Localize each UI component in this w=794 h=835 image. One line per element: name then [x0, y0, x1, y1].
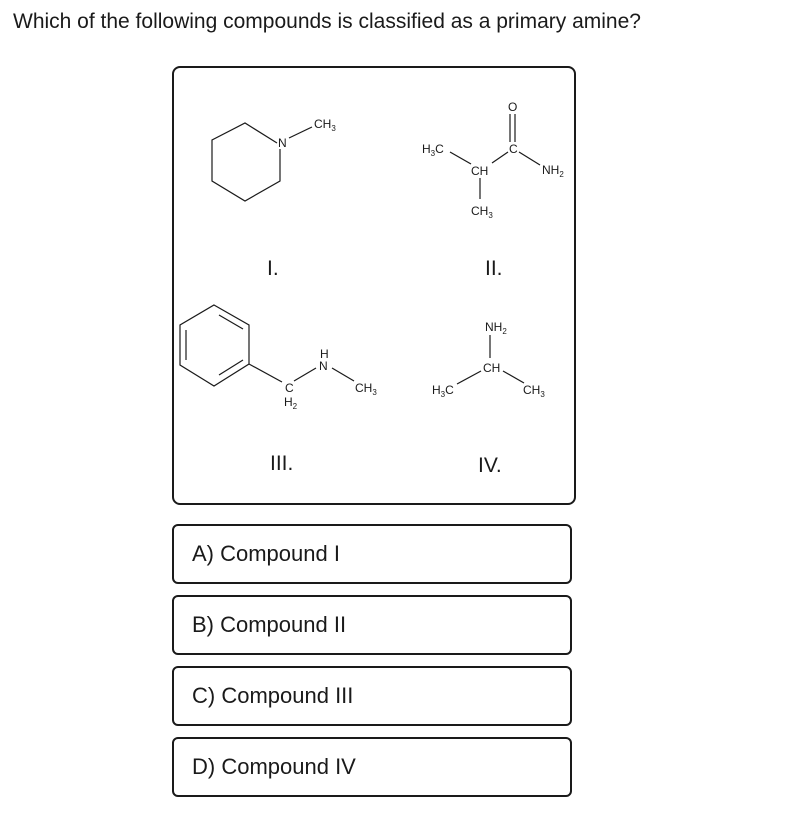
atom-n: N [319, 359, 328, 373]
aromatic-double-2 [218, 359, 244, 376]
option-a-button[interactable]: A) Compound I [172, 524, 572, 584]
option-c-button[interactable]: C) Compound III [172, 666, 572, 726]
atom-c: C [285, 381, 294, 395]
bond-h3c-ch [449, 151, 472, 165]
bond-ring-ch2 [248, 363, 283, 383]
piperidine-ring [211, 122, 281, 202]
atom-ch: CH [471, 164, 488, 178]
compound-label-iv: IV. [478, 454, 502, 477]
atom-ch: CH [483, 361, 500, 375]
atom-h: H [320, 347, 329, 361]
bond-ch-c [491, 151, 509, 164]
methyl-group: CH3 [523, 383, 545, 399]
bond-ch-h3c [456, 370, 482, 385]
question-text: Which of the following compounds is clas… [13, 10, 641, 33]
bond-n-ch3 [331, 367, 355, 382]
methyl-group: CH3 [355, 381, 377, 397]
compound-i-structure: N CH3 [211, 117, 336, 202]
atom-c: C [509, 142, 518, 156]
methyl-group: CH3 [314, 117, 336, 133]
option-d-button[interactable]: D) Compound IV [172, 737, 572, 797]
structures-svg: N CH3 I. H3C CH C O NH2 CH3 II. C [179, 100, 564, 477]
h3c-group: H3C [422, 142, 444, 158]
atom-n: N [278, 136, 287, 150]
n-methyl-bond [288, 126, 313, 139]
bond-ch-ch3 [502, 370, 525, 384]
amine-nh2: NH2 [485, 320, 507, 336]
amide-nh2: NH2 [542, 163, 564, 179]
h2-group: H2 [284, 395, 298, 411]
bond-ch2-n [293, 367, 317, 382]
aromatic-double-1 [218, 314, 244, 330]
atom-o: O [508, 100, 517, 114]
bond-c-nh2 [518, 151, 541, 166]
structures-figure: N CH3 I. H3C CH C O NH2 CH3 II. C [172, 66, 576, 505]
compound-iii-structure: C H2 N H CH3 [179, 304, 377, 411]
methyl-group: CH3 [471, 204, 493, 220]
h3c-group: H3C [432, 383, 454, 399]
compound-label-ii: II. [485, 257, 503, 280]
compound-ii-structure: H3C CH C O NH2 CH3 [422, 100, 564, 220]
option-b-button[interactable]: B) Compound II [172, 595, 572, 655]
benzene-ring [179, 304, 250, 387]
compound-label-iii: III. [270, 452, 293, 475]
compound-iv-structure: NH2 CH H3C CH3 [432, 320, 545, 399]
compound-label-i: I. [267, 257, 279, 280]
